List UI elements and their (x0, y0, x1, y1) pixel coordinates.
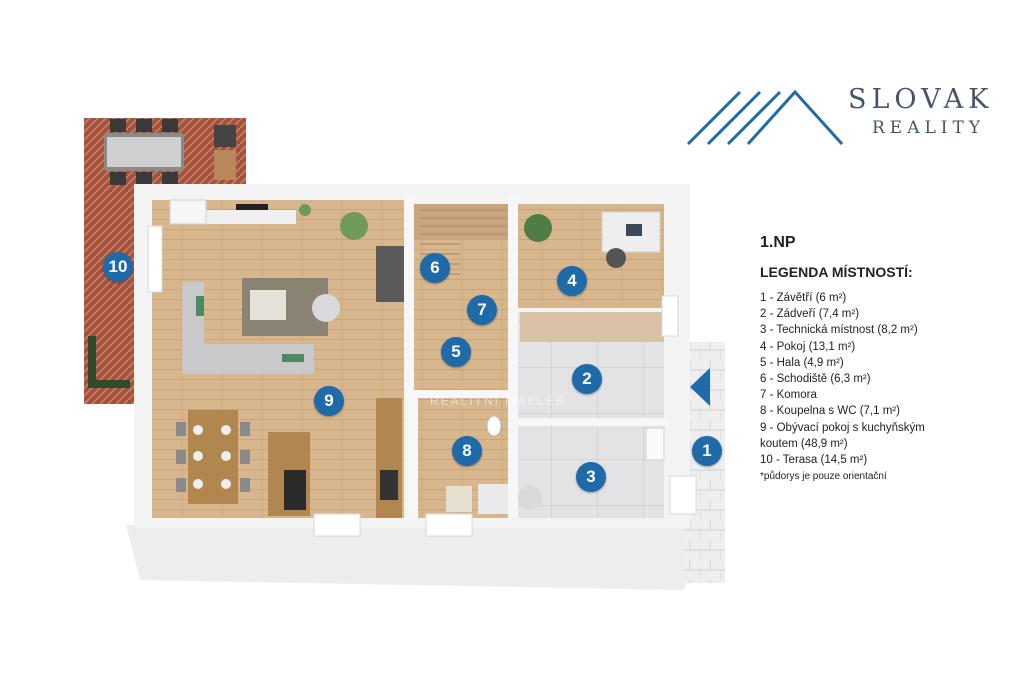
planter (88, 336, 96, 388)
house-shadow (126, 525, 700, 590)
floor-label: 1.NP (760, 234, 796, 251)
room-badge-8: 8 (452, 436, 482, 466)
round-tank (518, 486, 542, 510)
legend-item: 2 - Zádveří (7,4 m²) (760, 308, 860, 321)
plant (524, 214, 552, 242)
legend-item: 7 - Komora (760, 389, 817, 402)
room-badge-2: 2 (572, 364, 602, 394)
room-badge-6: 6 (420, 253, 450, 283)
wardrobe (520, 312, 664, 342)
legend: 1.NP LEGENDA MÍSTNOSTÍ: 1 - Závětří (6 m… (760, 234, 965, 482)
plate (193, 451, 203, 461)
chair (176, 450, 186, 464)
window (425, 513, 473, 537)
legend-title: LEGENDA MÍSTNOSTÍ: (760, 264, 913, 280)
window (661, 295, 679, 337)
wall (404, 390, 518, 398)
room-badge-9: 9 (314, 386, 344, 416)
entrance-arrow-icon (690, 368, 710, 406)
cooktop (284, 470, 306, 510)
garden-table-top (107, 137, 181, 167)
oven (380, 470, 398, 500)
cushion (282, 354, 304, 362)
room-badge-7: 7 (467, 295, 497, 325)
planter (88, 380, 130, 388)
legend-item: 9 - Obývací pokoj s kuchyňským koutem (4… (760, 421, 925, 450)
chair (176, 478, 186, 492)
garden-chair (110, 172, 126, 185)
boiler (645, 427, 665, 461)
brand-subname: REALITY (872, 118, 986, 138)
chair (240, 450, 250, 464)
wall (404, 194, 414, 394)
plant (340, 212, 368, 240)
brand-mountain-icon (686, 89, 844, 146)
plant (299, 204, 311, 216)
sideboard (169, 199, 207, 225)
brand-name: SLOVAK (848, 84, 994, 115)
wall (518, 418, 668, 426)
legend-item: 5 - Hala (4,9 m²) (760, 356, 844, 369)
legend-item: 4 - Pokoj (13,1 m²) (760, 340, 856, 353)
cushion (196, 296, 204, 316)
garden-chair (162, 119, 178, 132)
legend-item: 8 - Koupelna s WC (7,1 m²) (760, 405, 900, 418)
wall (408, 394, 418, 518)
pouf (312, 294, 340, 322)
room-badge-3: 3 (576, 462, 606, 492)
plate (193, 479, 203, 489)
window (147, 225, 163, 293)
wall (508, 194, 518, 518)
toilet (486, 415, 502, 437)
legend-item: 10 - Terasa (14,5 m²) (760, 454, 868, 467)
garden-chair (110, 119, 126, 132)
legend-item: 6 - Schodiště (6,3 m²) (760, 373, 871, 386)
grill (214, 125, 236, 147)
window (313, 513, 361, 537)
bath-mat (446, 486, 472, 512)
plate (221, 479, 231, 489)
coffee-table (250, 290, 286, 320)
legend-note: *půdorys je pouze orientační (760, 471, 887, 483)
chair (176, 422, 186, 436)
chair (240, 478, 250, 492)
plate (193, 425, 203, 435)
room-badge-1: 1 (692, 436, 722, 466)
legend-item: 3 - Technická místnost (8,2 m²) (760, 324, 918, 337)
garden-chair (136, 172, 152, 185)
garden-chair (136, 119, 152, 132)
room-badge-5: 5 (441, 337, 471, 367)
room-badge-10: 10 (103, 252, 133, 282)
tv (236, 204, 268, 210)
tv-unit (206, 210, 296, 224)
desk-chair (606, 248, 626, 268)
room-badge-4: 4 (557, 266, 587, 296)
window (669, 475, 697, 515)
watermark-text: REALITNÍ MAKLÉŘ (430, 393, 567, 408)
grill-cabinet (214, 150, 236, 180)
garden-chair (162, 172, 178, 185)
fireplace (376, 246, 404, 302)
plate (221, 425, 231, 435)
shower (478, 484, 508, 514)
legend-item: 1 - Závětří (6 m²) (760, 292, 847, 304)
chair (240, 422, 250, 436)
plate (221, 451, 231, 461)
laptop (626, 224, 642, 236)
